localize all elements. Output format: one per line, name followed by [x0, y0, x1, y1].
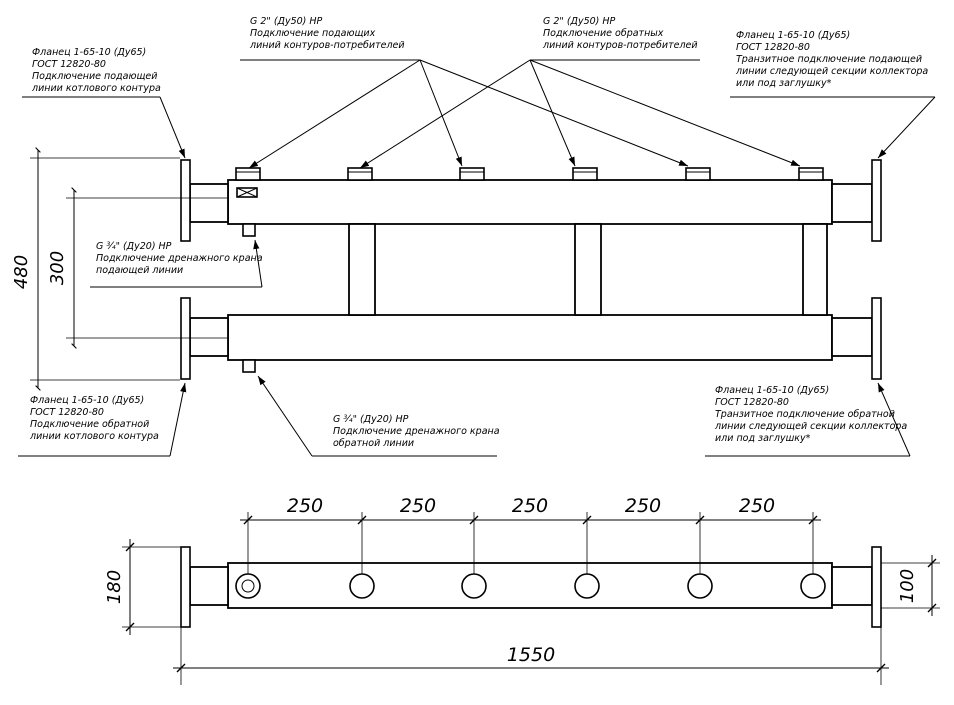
drain-return-line-2: Подключение дренажного крана: [333, 426, 500, 437]
plan-left-flange: [180, 546, 191, 628]
spacing-1: 250: [287, 495, 323, 517]
port-6: [798, 167, 824, 181]
callout-drain-supply: G ¾" (Ду20) НР Подключение дренажного кр…: [90, 239, 263, 288]
plan-right-stub: [831, 566, 873, 606]
return-ports-line-3: линий контуров-потребителей: [542, 40, 698, 51]
port-2: [347, 167, 373, 181]
return-ports-line-1: G 2" (Ду50) НР: [543, 16, 616, 27]
drain-supply-line-1: G ¾" (Ду20) НР: [96, 241, 172, 252]
drain-supply-line-3: подающей линии: [96, 265, 183, 276]
callout-supply-ports: G 2" (Ду50) НР Подключение подающих лини…: [240, 16, 689, 169]
supply-right-stub: [831, 183, 873, 223]
plan-port-4: [574, 573, 600, 599]
callout-flange-supply-right: Фланец 1-65-10 (Ду65) ГОСТ 12820-80 Тран…: [730, 30, 936, 159]
flange-return-right-line-4: линии следующей секции коллектора: [714, 421, 907, 432]
flange-return-right-line-3: Транзитное подключение обратной: [715, 409, 895, 420]
supply-left-stub: [189, 183, 229, 223]
dim-flange-label: 180: [104, 570, 125, 604]
flange-supply-left-line-2: ГОСТ 12820-80: [32, 59, 106, 70]
return-right-stub: [831, 317, 873, 357]
flange-return-left-line-4: линии котлового контура: [29, 431, 159, 442]
flange-return-right-line-5: или под заглушку*: [715, 433, 811, 444]
plan-header-pipe: [227, 562, 833, 609]
dim-flange-180: 180: [104, 539, 181, 635]
callout-drain-return: G ¾" (Ду20) НР Подключение дренажного кр…: [257, 375, 500, 457]
plan-port-2: [349, 573, 375, 599]
callout-flange-return-left: Фланец 1-65-10 (Ду65) ГОСТ 12820-80 Подк…: [18, 382, 187, 457]
supply-ports-line-3: линий контуров-потребителей: [249, 40, 405, 51]
supply-ports-line-2: Подключение подающих: [250, 28, 376, 39]
flange-supply-right-line-3: Транзитное подключение подающей: [736, 54, 922, 65]
g2-ports: [235, 167, 824, 181]
plan-port-6: [800, 573, 826, 599]
plan-port-3: [461, 573, 487, 599]
top-view: G 2" (Ду50) НР Подключение подающих лини…: [11, 16, 936, 457]
plan-right-flange: [871, 546, 882, 628]
dim-length-1550: 1550: [173, 627, 889, 685]
supply-header-pipe: [227, 179, 833, 225]
return-right-flange: [871, 297, 882, 380]
callout-flange-return-right: Фланец 1-65-10 (Ду65) ГОСТ 12820-80 Тран…: [705, 382, 911, 457]
dim-spacing-chain: 250 250 250 250 250: [240, 495, 821, 574]
plan-port-5: [687, 573, 713, 599]
spacing-4: 250: [625, 495, 661, 517]
flange-supply-right-line-4: линии следующей секции коллектора: [735, 66, 928, 77]
port-1: [235, 167, 261, 181]
return-header-pipe: [227, 314, 833, 361]
dim-axis-300: 300: [47, 187, 228, 349]
supply-right-flange: [871, 159, 882, 242]
flange-supply-right-line-1: Фланец 1-65-10 (Ду65): [736, 30, 850, 41]
flange-return-right-line-1: Фланец 1-65-10 (Ду65): [715, 385, 829, 396]
drain-supply-stub: [242, 223, 256, 237]
port-5: [685, 167, 711, 181]
connector-pipe-3: [802, 223, 828, 316]
supply-ports-line-1: G 2" (Ду50) НР: [250, 16, 323, 27]
spacing-5: 250: [739, 495, 775, 517]
flange-supply-left-line-3: Подключение подающей: [32, 71, 157, 82]
flange-return-left-line-3: Подключение обратной: [30, 419, 149, 430]
flange-return-left-line-2: ГОСТ 12820-80: [30, 407, 104, 418]
flange-supply-left-line-4: линии котлового контура: [31, 83, 161, 94]
dim-height-label: 480: [11, 255, 32, 289]
supply-left-flange: [180, 159, 191, 242]
callout-return-ports: G 2" (Ду50) НР Подключение обратных лини…: [359, 16, 801, 169]
connector-pipe-1: [348, 223, 376, 316]
dim-pipe-100: 100: [881, 555, 940, 616]
dim-height-480: 480: [11, 147, 180, 391]
connector-pipe-2: [574, 223, 602, 316]
plan-port-1: [235, 573, 261, 599]
drain-return-stub: [242, 359, 256, 373]
flange-return-right-line-2: ГОСТ 12820-80: [715, 397, 789, 408]
port-4: [572, 167, 598, 181]
drain-return-line-3: обратной линии: [333, 438, 414, 449]
flange-supply-right-line-5: или под заглушку*: [736, 78, 832, 89]
flange-supply-right-line-2: ГОСТ 12820-80: [736, 42, 810, 53]
return-left-flange: [180, 297, 191, 380]
spacing-2: 250: [400, 495, 436, 517]
spacing-3: 250: [512, 495, 548, 517]
dim-axis-label: 300: [47, 251, 68, 285]
flange-supply-left-line-1: Фланец 1-65-10 (Ду65): [32, 47, 146, 58]
return-left-stub: [189, 317, 229, 357]
flange-return-left-line-1: Фланец 1-65-10 (Ду65): [30, 395, 144, 406]
plan-left-stub: [189, 566, 229, 606]
bottom-view: 250 250 250 250 250 1550 180: [104, 495, 940, 685]
drain-supply-line-2: Подключение дренажного крана: [96, 253, 263, 264]
dim-length-label: 1550: [507, 644, 555, 666]
port-3: [459, 167, 485, 181]
callout-flange-supply-left: Фланец 1-65-10 (Ду65) ГОСТ 12820-80 Подк…: [22, 47, 186, 159]
drain-return-line-1: G ¾" (Ду20) НР: [333, 414, 409, 425]
return-ports-line-2: Подключение обратных: [543, 28, 664, 39]
dim-pipe-label: 100: [897, 569, 918, 603]
